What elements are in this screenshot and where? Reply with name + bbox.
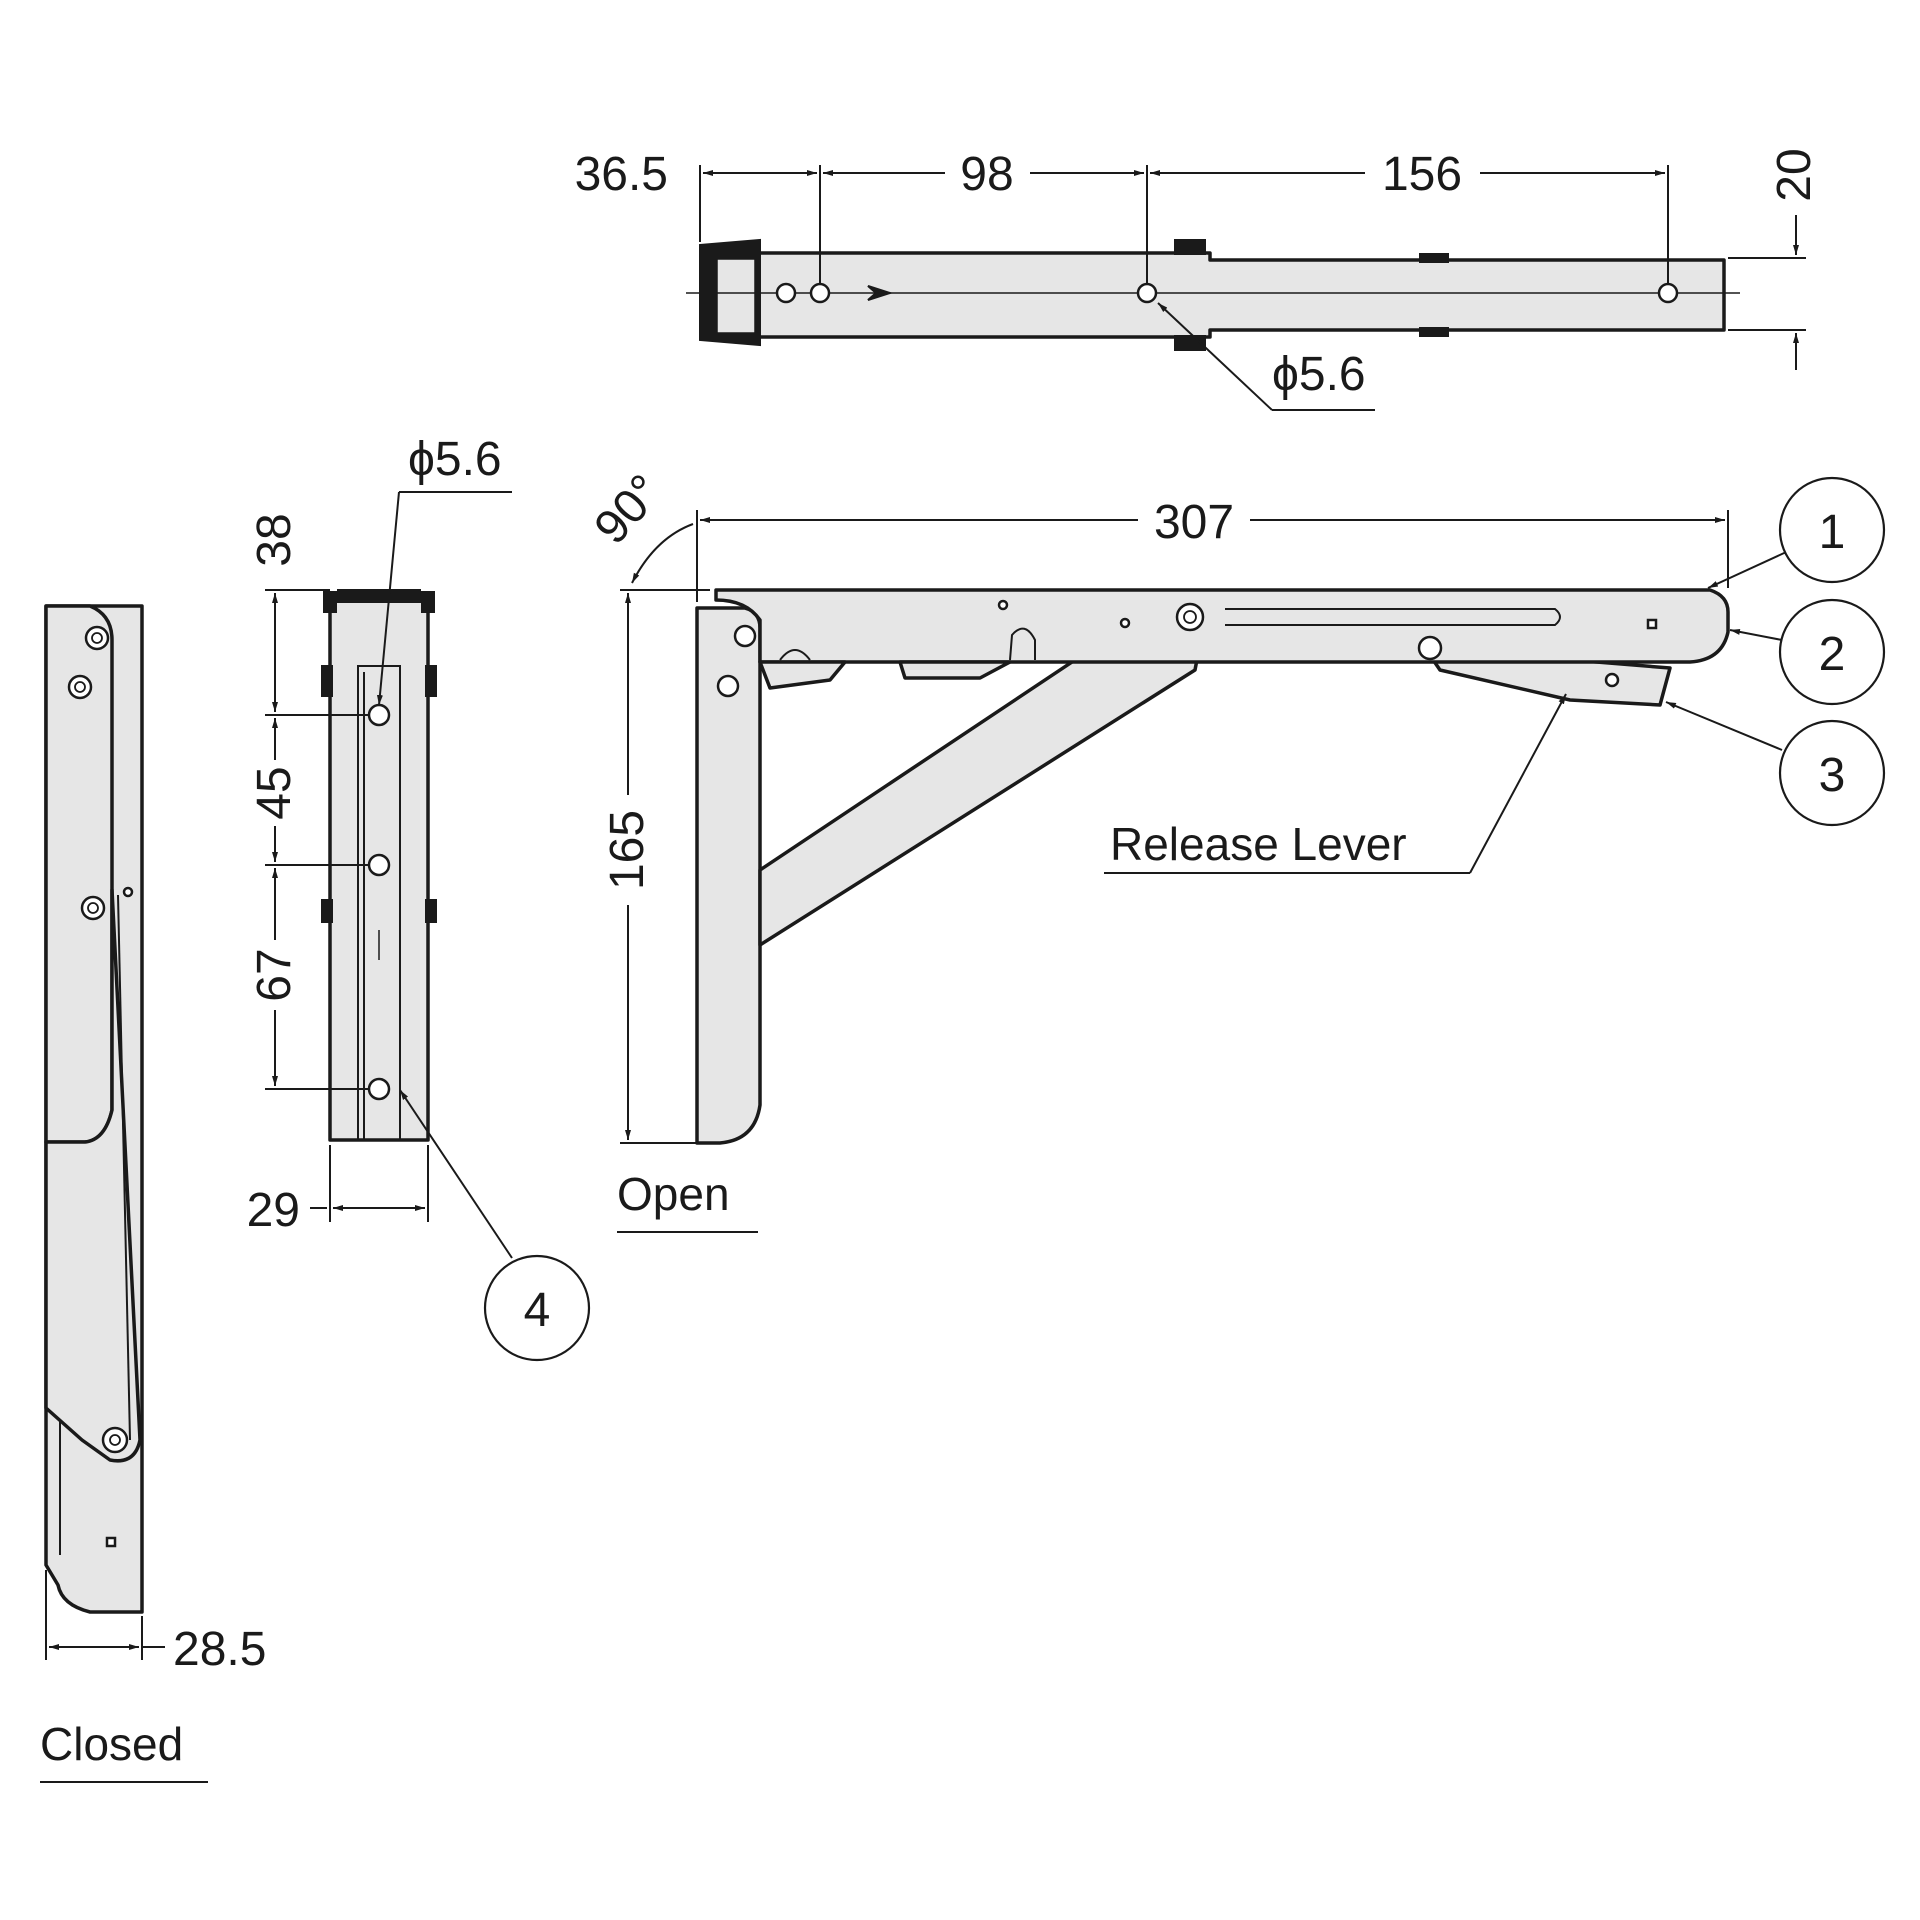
dim-45: 45 xyxy=(248,766,301,819)
line xyxy=(117,894,131,1441)
top-view-hole-4 xyxy=(1657,282,1679,304)
top-view-arrow-mark xyxy=(867,285,894,301)
side-view-hole-1 xyxy=(367,703,391,727)
hole-leader-side xyxy=(376,491,400,706)
callout-1 xyxy=(1778,476,1886,584)
open-arm-underside-1 xyxy=(758,660,847,690)
hole-leader-top xyxy=(1157,302,1273,411)
dim-38: 38 xyxy=(248,513,301,566)
dim-28-5: 28.5 xyxy=(173,1623,266,1676)
callout-4-leader xyxy=(399,1089,513,1259)
open-square-mark xyxy=(1646,618,1658,630)
top-view-hinge-inner xyxy=(714,256,758,336)
callout-3-label: 3 xyxy=(1819,749,1846,802)
open-label: Open xyxy=(617,1168,730,1220)
closed-hole-small xyxy=(122,886,134,898)
open-pivot-hole xyxy=(1175,602,1205,632)
angle-arc xyxy=(631,523,694,584)
open-hook-1 xyxy=(779,649,811,661)
closed-hole-1 xyxy=(84,625,110,651)
closed-view: 28.5 Closed xyxy=(40,604,266,1783)
top-view-clip-top xyxy=(1174,239,1206,255)
shape xyxy=(87,902,99,914)
open-top-arm-slot xyxy=(1225,608,1561,626)
dim-307: 307 xyxy=(1154,496,1234,549)
open-arm-underside-2 xyxy=(898,660,1012,680)
open-hole-small-3 xyxy=(1604,672,1620,688)
dim-36-5: 36.5 xyxy=(575,148,668,201)
open-hole-small-2 xyxy=(1119,617,1131,629)
side-view-clip-right xyxy=(425,665,437,697)
callout-3-leader xyxy=(1665,701,1783,751)
callout-1-leader xyxy=(1707,547,1796,589)
open-top-arm xyxy=(714,588,1730,664)
side-view-channel xyxy=(357,665,401,1141)
top-view-clip2-top xyxy=(1419,253,1449,263)
top-view: 36.5 98 156 20 ϕ5.6 xyxy=(575,148,1821,411)
dim-20: 20 xyxy=(1768,148,1821,201)
callout-2-leader xyxy=(1729,628,1783,641)
top-view-bar xyxy=(704,251,1726,339)
top-view-hole-2 xyxy=(809,282,831,304)
side-view-hole-3 xyxy=(367,1077,391,1101)
callout-4-label: 4 xyxy=(524,1284,551,1337)
closed-square-mark xyxy=(105,1536,117,1548)
open-hole-3 xyxy=(1417,635,1443,661)
closed-brace xyxy=(44,888,142,1463)
closed-label: Closed xyxy=(40,1718,183,1770)
open-hole-2 xyxy=(716,674,740,698)
top-view-hole-1 xyxy=(775,282,797,304)
callout-2-label: 2 xyxy=(1819,628,1846,681)
side-view: 38 45 67 ϕ5.6 29 4 xyxy=(247,433,591,1362)
shape xyxy=(74,681,86,693)
side-view-clip-right2 xyxy=(425,899,437,923)
closed-pivot-hole xyxy=(101,1426,129,1454)
dim-hole-top: ϕ5.6 xyxy=(1272,348,1366,401)
callout-4 xyxy=(483,1254,591,1362)
side-view-clip-left xyxy=(321,665,333,697)
side-view-top-cap xyxy=(323,589,435,613)
dim-hole-side: ϕ5.6 xyxy=(408,433,502,486)
dim-165: 165 xyxy=(601,810,654,890)
release-lever-label: Release Lever xyxy=(1110,818,1407,870)
shape xyxy=(91,632,103,644)
closed-hole-3 xyxy=(80,895,106,921)
dim-angle: 90° xyxy=(585,465,673,554)
side-view-hole-2 xyxy=(367,853,391,877)
callout-1-label: 1 xyxy=(1819,506,1846,559)
dim-29: 29 xyxy=(247,1184,300,1237)
open-hole-1 xyxy=(733,624,757,648)
top-view-clip2-bottom xyxy=(1419,327,1449,337)
open-view: 307 165 90° Release Lever 1 2 3 Open xyxy=(585,465,1886,1233)
dim-156: 156 xyxy=(1382,148,1462,201)
closed-hole-2 xyxy=(67,674,93,700)
dim-98: 98 xyxy=(960,148,1013,201)
top-view-hole-3 xyxy=(1136,282,1158,304)
shape xyxy=(109,1434,121,1446)
callout-3 xyxy=(1778,719,1886,827)
open-hole-small-1 xyxy=(997,599,1009,611)
side-view-clip-left2 xyxy=(321,899,333,923)
release-lever-leader xyxy=(1469,693,1567,874)
open-hook-2 xyxy=(1009,627,1036,661)
callout-2 xyxy=(1778,598,1886,706)
shape xyxy=(1183,610,1197,624)
dim-67: 67 xyxy=(248,948,301,1001)
